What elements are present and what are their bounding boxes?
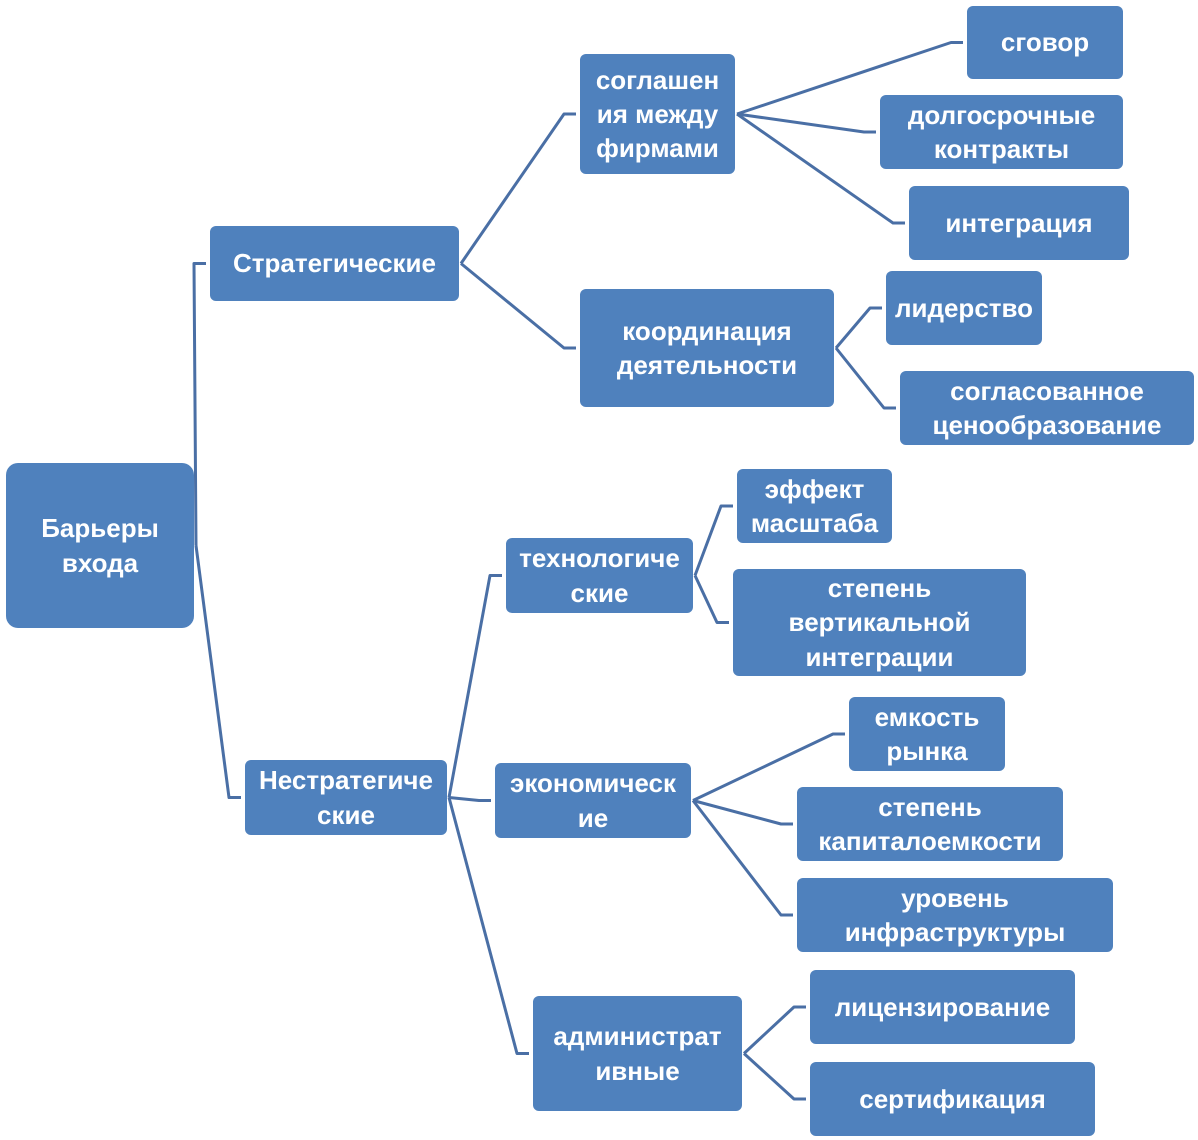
connector-economic-capital_intensity (692, 799, 793, 826)
node-licensing: лицензирование (810, 970, 1075, 1044)
node-coordination: координация деятельности (580, 289, 834, 407)
connector-nonstrategic-economic (448, 796, 491, 802)
node-coordinated-pricing: согласованное ценообразование (900, 371, 1194, 445)
connector-economic-infrastructure (691, 799, 793, 917)
connector-technological-scale_effect (693, 504, 733, 577)
node-infrastructure-level: уровень инфраструктуры (797, 878, 1113, 952)
node-strategic: Стратегические (210, 226, 459, 301)
node-certification: сертификация (810, 1062, 1095, 1136)
node-nonstrategic: Нестратегиче ские (245, 760, 447, 835)
connector-strategic-agreements (459, 112, 576, 265)
node-agreements-between-firms: соглашен ия между фирмами (580, 54, 735, 174)
node-long-term-contracts: долгосрочные контракты (880, 95, 1123, 169)
node-vertical-integration-degree: степень вертикальной интеграции (733, 569, 1026, 676)
node-integration: интеграция (909, 186, 1129, 260)
connector-agreements-integration (736, 112, 905, 225)
connector-root-nonstrategic (194, 545, 241, 799)
node-administrative: администрат ивные (533, 996, 742, 1111)
connector-agreements-long_contracts (736, 112, 876, 134)
connector-administrative-licensing (742, 1005, 806, 1055)
node-economic: экономическ ие (495, 763, 691, 838)
node-leadership: лидерство (886, 271, 1042, 345)
connector-nonstrategic-administrative (447, 797, 529, 1055)
node-technological: технологиче ские (506, 538, 693, 613)
connector-coordination-coordinated_pricing (834, 347, 896, 410)
node-economies-of-scale: эффект масштаба (737, 469, 892, 543)
node-root-barriers: Барьеры входа (6, 463, 194, 628)
connector-technological-vertical_integration (693, 574, 729, 624)
connector-coordination-leadership (834, 306, 882, 349)
connector-administrative-certification (742, 1052, 806, 1101)
connector-nonstrategic-technological (447, 574, 502, 798)
connector-economic-market_capacity (692, 732, 845, 802)
node-collusion: сговор (967, 6, 1123, 79)
connector-strategic-coordination (460, 262, 576, 350)
connector-agreements-collusion (736, 41, 963, 116)
connector-root-strategic (192, 262, 206, 546)
node-capital-intensity: степень капиталоемкости (797, 787, 1063, 861)
node-market-capacity: емкость рынка (849, 697, 1005, 771)
